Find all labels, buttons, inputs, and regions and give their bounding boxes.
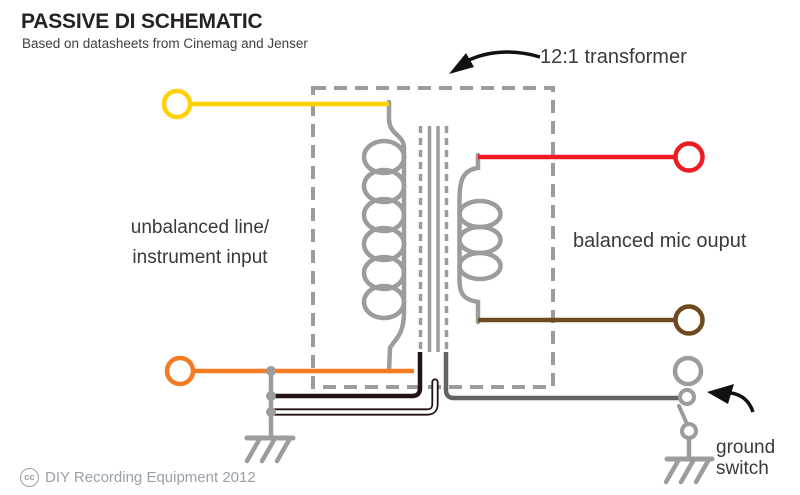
arrow-tail [466, 50, 541, 63]
ground-switch-label-line1: ground [716, 437, 776, 458]
brown-connector-icon [673, 304, 705, 336]
coil-loop [361, 283, 407, 321]
shield-wire-white [268, 378, 439, 416]
switch-top-circle [672, 355, 704, 387]
ground-prong [678, 458, 696, 485]
ground-prong [693, 458, 711, 485]
transformer-enclosure-box [311, 86, 555, 389]
input-sleeve-wire-orange [164, 355, 414, 387]
coil-loop [361, 225, 407, 263]
coil-loop [361, 138, 407, 176]
primary-coil [361, 99, 407, 374]
coil-lead [386, 99, 407, 151]
junction-dot [266, 391, 276, 401]
yellow-connector-icon [161, 88, 193, 120]
red-connector-icon [673, 141, 705, 173]
coil-loop [457, 198, 503, 230]
arrow-head [707, 384, 734, 404]
core-ground-wire-black [272, 352, 423, 399]
secondary-coil [457, 152, 503, 325]
credit-text: DIY Recording Equipment 2012 [45, 469, 256, 486]
input-label-line2: instrument input [132, 247, 268, 268]
coil-loop [457, 224, 503, 256]
coil-lead [457, 277, 481, 325]
arrow-head [449, 53, 474, 74]
page-title: PASSIVE DI SCHEMATIC [21, 10, 263, 33]
ground-switch-label-line2: switch [716, 458, 769, 479]
coil-lead [386, 309, 407, 374]
coil-loop [457, 250, 503, 282]
input-label-line1: unbalanced line/ [130, 217, 270, 238]
ground-symbol [244, 435, 296, 464]
output-label: balanced mic ouput [573, 230, 747, 252]
junction-dot [266, 366, 276, 376]
page-subtitle: Based on datasheets from Cinemag and Jen… [22, 36, 308, 51]
coil-loop [361, 254, 407, 292]
copyright-credit: cc DIY Recording Equipment 2012 [20, 468, 256, 487]
output-hot-wire-red [478, 141, 705, 173]
switch-contact-circle [678, 388, 696, 406]
coil-lead [457, 152, 481, 203]
junction-dot [266, 407, 276, 417]
ground-prong [663, 458, 681, 485]
ground-switch-arrow-icon [707, 384, 755, 413]
coil-loop [361, 167, 407, 205]
input-label: unbalanced line/ instrument input [95, 213, 305, 273]
output-cold-wire-brown [478, 304, 705, 336]
switch-lever [677, 404, 689, 426]
ground-switch-label: ground switch [716, 437, 775, 479]
transformer-label: 12:1 transformer [540, 46, 687, 68]
creative-commons-icon: cc [20, 468, 39, 487]
transformer-core [418, 126, 449, 352]
ground-prong [274, 437, 292, 464]
shield-wire-core [270, 380, 437, 414]
input-tip-wire-yellow [161, 88, 389, 120]
orange-connector-icon [164, 355, 196, 387]
ground-switch-wire [443, 352, 680, 401]
ground-prong [244, 437, 262, 464]
coil-loop [361, 196, 407, 234]
ground-prong [259, 437, 277, 464]
ground-switch-symbol [663, 355, 715, 485]
transformer-arrow-icon [449, 50, 541, 74]
arrow-tail [730, 391, 755, 413]
